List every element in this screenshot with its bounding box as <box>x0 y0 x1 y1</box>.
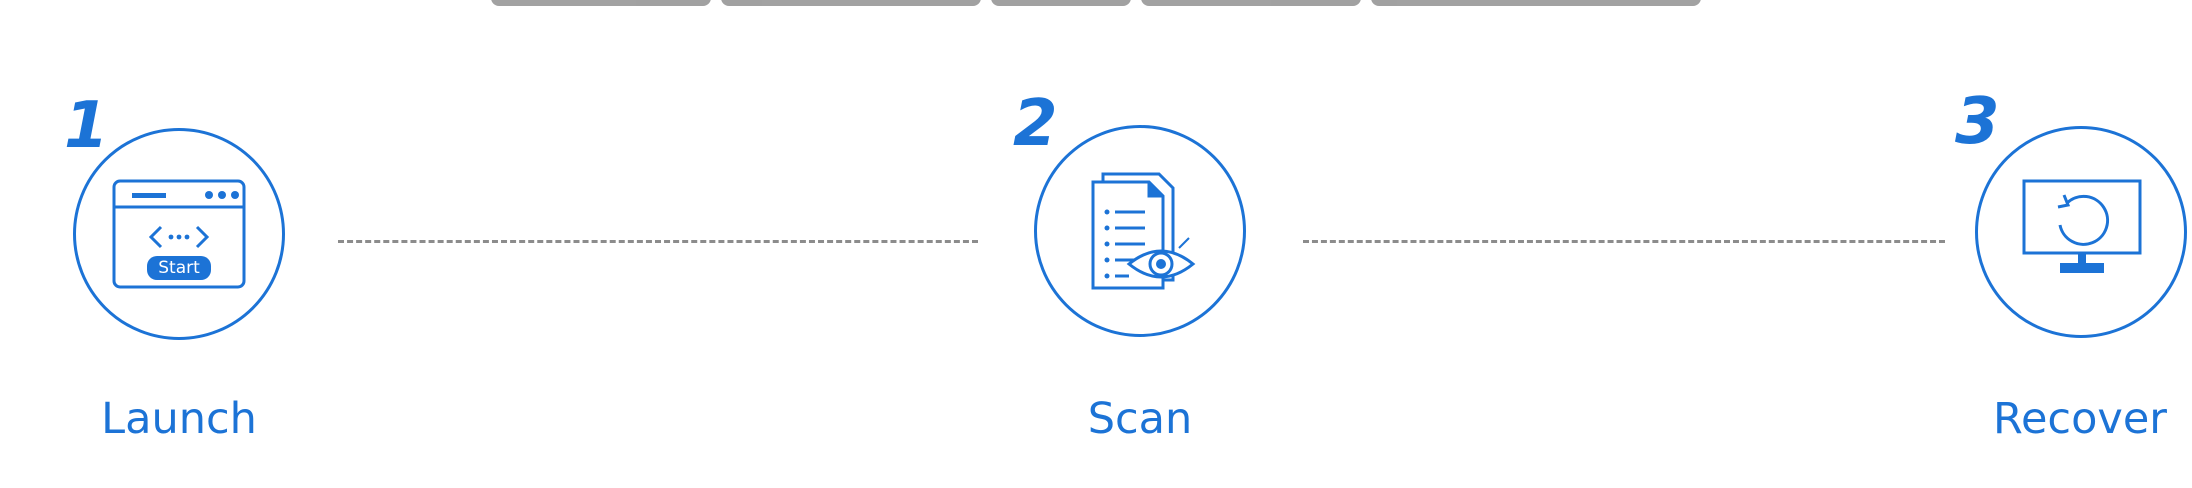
step-2-number: 2 <box>1013 87 1058 161</box>
step-3-label: Recover <box>1993 394 2167 444</box>
scan-documents-eye-icon <box>1091 172 1196 290</box>
step-1-number: 1 <box>64 89 109 163</box>
step-1-label: Launch <box>101 394 257 444</box>
step-3-number: 3 <box>1955 85 2000 159</box>
step-1-icon-circle: Start <box>73 128 285 340</box>
step-2-icon-circle <box>1034 125 1246 337</box>
recover-monitor-icon <box>2022 179 2142 273</box>
start-badge <box>147 256 211 280</box>
connector-1-2 <box>338 240 978 243</box>
launch-window-icon: Start <box>112 179 246 289</box>
connector-2-3 <box>1303 240 1945 243</box>
step-3-icon-circle <box>1975 126 2187 338</box>
start-badge-label: Start <box>158 258 200 278</box>
step-2-label: Scan <box>1087 394 1193 444</box>
cropped-top-text <box>0 0 2192 6</box>
